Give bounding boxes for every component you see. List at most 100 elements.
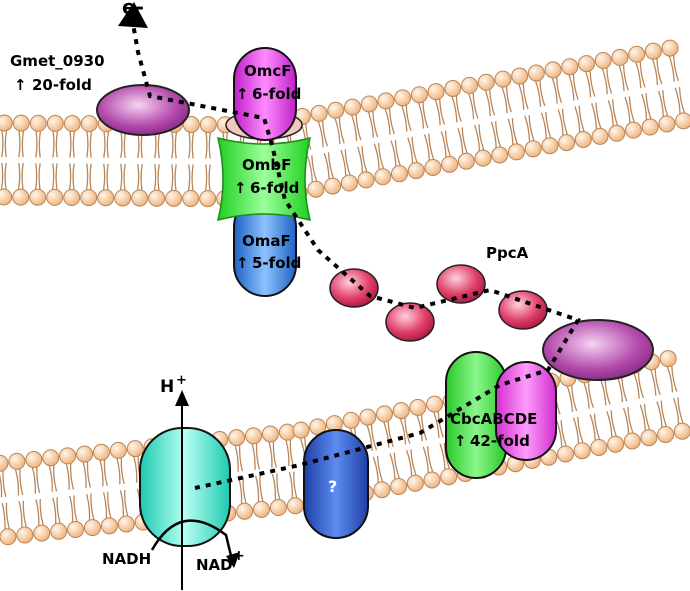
lipid-tail [140, 163, 143, 191]
lipid-tail [136, 163, 140, 191]
lipid-tail [472, 92, 479, 119]
electron-arrow-head [118, 2, 148, 28]
lipid-tail [461, 127, 468, 154]
lipid-head [12, 114, 30, 132]
lipid-tail [652, 59, 659, 86]
lipid-tail [673, 55, 680, 82]
lipid-head [228, 429, 246, 447]
lipid-head [324, 177, 342, 195]
cbca-protein-pink [495, 361, 557, 461]
lipid-tail [524, 115, 531, 142]
lipid-tail [484, 90, 491, 117]
lipid-tail [89, 163, 92, 190]
lipid-tail [86, 493, 91, 520]
lipid-tail [639, 61, 646, 88]
unknown-label: ? [328, 477, 337, 496]
lipid-tail [518, 84, 525, 110]
ombf-protein [216, 136, 312, 222]
lipid-tail [35, 499, 40, 526]
lipid-tail [678, 86, 685, 113]
lipid-tail [589, 414, 596, 441]
lipid-head [441, 155, 459, 173]
lipid-tail [622, 64, 629, 91]
lipid-tail [639, 404, 646, 431]
lipid-tail [85, 163, 89, 190]
lipid-tail [674, 87, 681, 114]
lipid-head [611, 48, 629, 66]
lipid-head [359, 408, 377, 426]
lipid-tail [205, 132, 208, 159]
lipid-tail [21, 163, 24, 190]
lipid-tail [478, 124, 485, 151]
lipid-tail [5, 502, 10, 529]
lipid-tail [1, 503, 6, 530]
lipid-tail [36, 467, 41, 494]
lipid-tail [490, 121, 497, 148]
lipid-tail [119, 490, 124, 517]
lipid-tail [662, 90, 669, 116]
lipid-head [0, 188, 13, 206]
lipid-tail [578, 105, 585, 132]
omcf-fold-arrow: ↑ [236, 85, 249, 103]
lipid-tail [604, 378, 611, 405]
lipid-head [357, 171, 375, 189]
lipid-head [640, 429, 658, 447]
lipid-tail [624, 96, 631, 123]
lipid-tail [539, 80, 546, 107]
lipid-tail [154, 132, 157, 159]
lipid-head [29, 114, 47, 132]
lipid-tail [401, 105, 408, 132]
lipid-tail [654, 369, 661, 395]
lipid-tail [69, 463, 75, 490]
lipid-head [427, 83, 445, 101]
lipid-tail [372, 456, 379, 483]
lipid-tail [251, 443, 256, 470]
lipid-tail [427, 446, 434, 472]
lipid-head [182, 189, 200, 207]
lipid-tail [384, 108, 391, 135]
lipid-tail [340, 149, 347, 176]
lipid-head [29, 188, 47, 206]
lipid-tail [51, 163, 55, 190]
lipid-tail [208, 132, 212, 159]
lipid-head [574, 130, 592, 148]
lipid-tail [577, 416, 584, 443]
lipid-head [373, 481, 391, 499]
lipid-head [608, 124, 626, 142]
omcf-name-label: OmcF [244, 62, 292, 80]
lipid-tail [52, 497, 57, 524]
lipid-tail [410, 449, 417, 476]
lipid-tail [489, 89, 496, 116]
lipid-head [461, 76, 479, 94]
lipid-head [80, 115, 98, 133]
lipid-head [556, 445, 574, 463]
lipid-tail [645, 93, 652, 119]
lipid-tail [583, 382, 590, 409]
lipid-head [92, 443, 110, 461]
lipid-tail [255, 443, 261, 470]
lipid-tail [423, 134, 430, 161]
lipid-tail [38, 163, 41, 190]
lipid-tail [376, 455, 384, 482]
lipid-head [423, 471, 441, 489]
lipid-tail [574, 106, 581, 133]
lipid-head [623, 432, 641, 450]
gmet-fold-label: 20-fold [32, 76, 92, 94]
lipid-tail [106, 131, 110, 158]
cbc-name-label: CbcABCDE [450, 410, 537, 428]
lipid-tail [612, 99, 619, 126]
lipid-head [236, 502, 254, 520]
lipid-tail [361, 146, 368, 172]
lipid-tail [255, 475, 260, 502]
lipid-tail [18, 501, 23, 528]
lipid-head [527, 64, 545, 82]
lipid-tail [317, 121, 324, 148]
lipid-tail [545, 111, 552, 138]
lipid-head [394, 89, 412, 107]
lipid-tail [405, 105, 412, 132]
lipid-head [657, 425, 675, 443]
lipid-tail [556, 420, 563, 447]
lipid-head [97, 189, 115, 207]
lipid-head [444, 79, 462, 97]
